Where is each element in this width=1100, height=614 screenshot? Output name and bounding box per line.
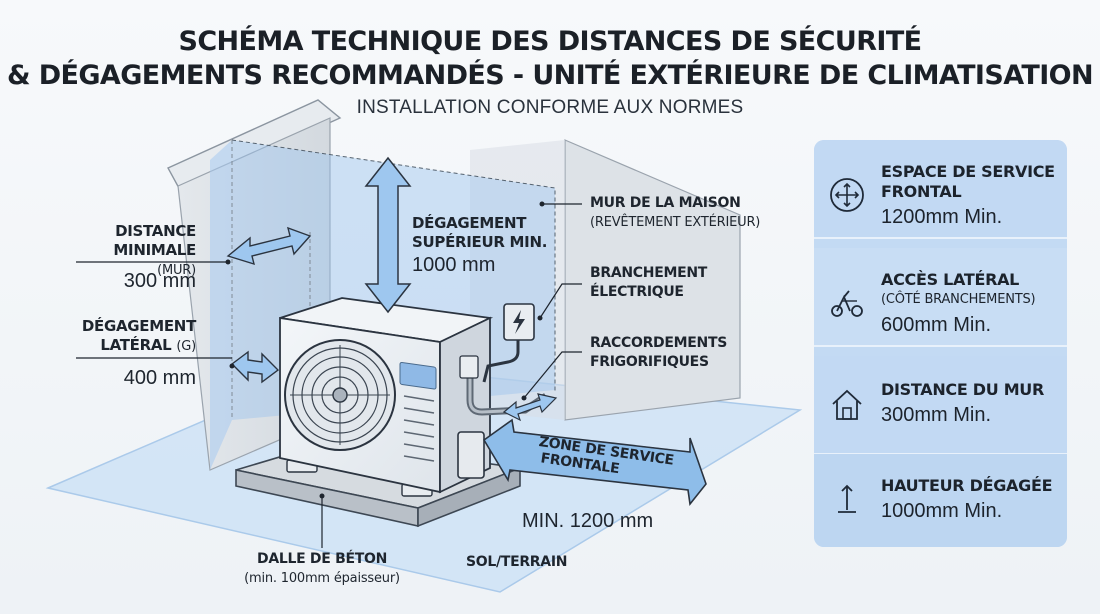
lateral-clearance-value: 400 mm xyxy=(123,367,196,389)
side-access-icon xyxy=(831,290,863,317)
spec-title: ACCÈS LATÉRAL xyxy=(881,270,1020,289)
page-subtitle: INSTALLATION CONFORME AUX NORMES xyxy=(356,97,744,118)
house-wall-label: MUR DE LA MAISON (REVÊTEMENT EXTÉRIEUR) xyxy=(590,195,761,230)
spec-value: 600mm Min. xyxy=(881,314,992,336)
house-icon xyxy=(832,389,862,420)
spec-card-clear-height: HAUTEUR DÉGAGÉE 1000mm Min. xyxy=(814,454,1067,547)
pipe-connector-box xyxy=(459,355,479,379)
house-back-wall-face xyxy=(470,140,565,420)
spec-title: DISTANCE DU MUR xyxy=(881,380,1045,399)
min-distance-label: DISTANCE MINIMALE (MUR) xyxy=(113,222,196,278)
min-distance-value: 300 mm xyxy=(123,270,196,292)
page-title-line-1: SCHÉMA TECHNIQUE DES DISTANCES DE SÉCURI… xyxy=(178,26,922,57)
refrigerant-connections-label: RACCORDEMENTS FRIGORIFIQUES xyxy=(590,335,727,370)
spec-title: HAUTEUR DÉGAGÉE xyxy=(881,476,1053,495)
lateral-clearance-label: DÉGAGEMENT LATÉRAL (G) xyxy=(81,317,196,354)
spec-value: 1200mm Min. xyxy=(881,206,1003,228)
side-access-arrow xyxy=(502,393,558,422)
spec-value: 300mm Min. xyxy=(881,404,992,426)
electrical-cable xyxy=(482,340,520,383)
service-zone-value: MIN. 1200 mm xyxy=(522,510,654,532)
lightning-bolt-icon xyxy=(513,310,525,334)
clearance-zone-outline xyxy=(231,139,556,392)
spec-card-side-access: ACCÈS LATÉRAL (CÔTÉ BRANCHEMENTS) 600mm … xyxy=(814,248,1067,347)
ground-label: SOL/TERRAIN xyxy=(466,554,568,570)
service-valve-cover xyxy=(457,431,485,479)
specs-panel: ESPACE DE SERVICE FRONTAL 1200mm Min. AC… xyxy=(814,140,1067,547)
electrical-connection-label: BRANCHEMENT ÉLECTRIQUE xyxy=(590,265,708,300)
move-arrows-icon xyxy=(830,178,864,212)
top-clearance-label: DÉGAGEMENT SUPÉRIEUR MIN. xyxy=(412,214,548,251)
concrete-slab-side xyxy=(417,466,521,528)
spec-value: 1000mm Min. xyxy=(881,500,1003,522)
fan-hub xyxy=(332,387,348,403)
concrete-slab-label: DALLE DE BÉTON (min. 100mm épaisseur) xyxy=(244,551,400,586)
spec-subtitle: (CÔTÉ BRANCHEMENTS) xyxy=(881,292,1036,307)
top-clearance-arrow xyxy=(364,156,412,314)
page-title-line-2: & DÉGAGEMENTS RECOMMANDÉS - UNITÉ EXTÉRI… xyxy=(6,60,1094,91)
unit-display-panel xyxy=(399,361,437,390)
spec-card-wall-distance: DISTANCE DU MUR 300mm Min. xyxy=(814,356,1067,455)
service-zone-arrow xyxy=(482,418,707,506)
wall-distance-arrow xyxy=(226,226,312,266)
lateral-clearance-arrow xyxy=(230,350,280,384)
spec-card-front-service: ESPACE DE SERVICE FRONTAL 1200mm Min. xyxy=(814,140,1067,239)
spec-title: ESPACE DE SERVICE FRONTAL xyxy=(881,162,1055,201)
clearance-zone-left xyxy=(210,140,232,470)
vertical-arrow-icon xyxy=(838,484,856,513)
top-clearance-value: 1000 mm xyxy=(412,254,496,276)
